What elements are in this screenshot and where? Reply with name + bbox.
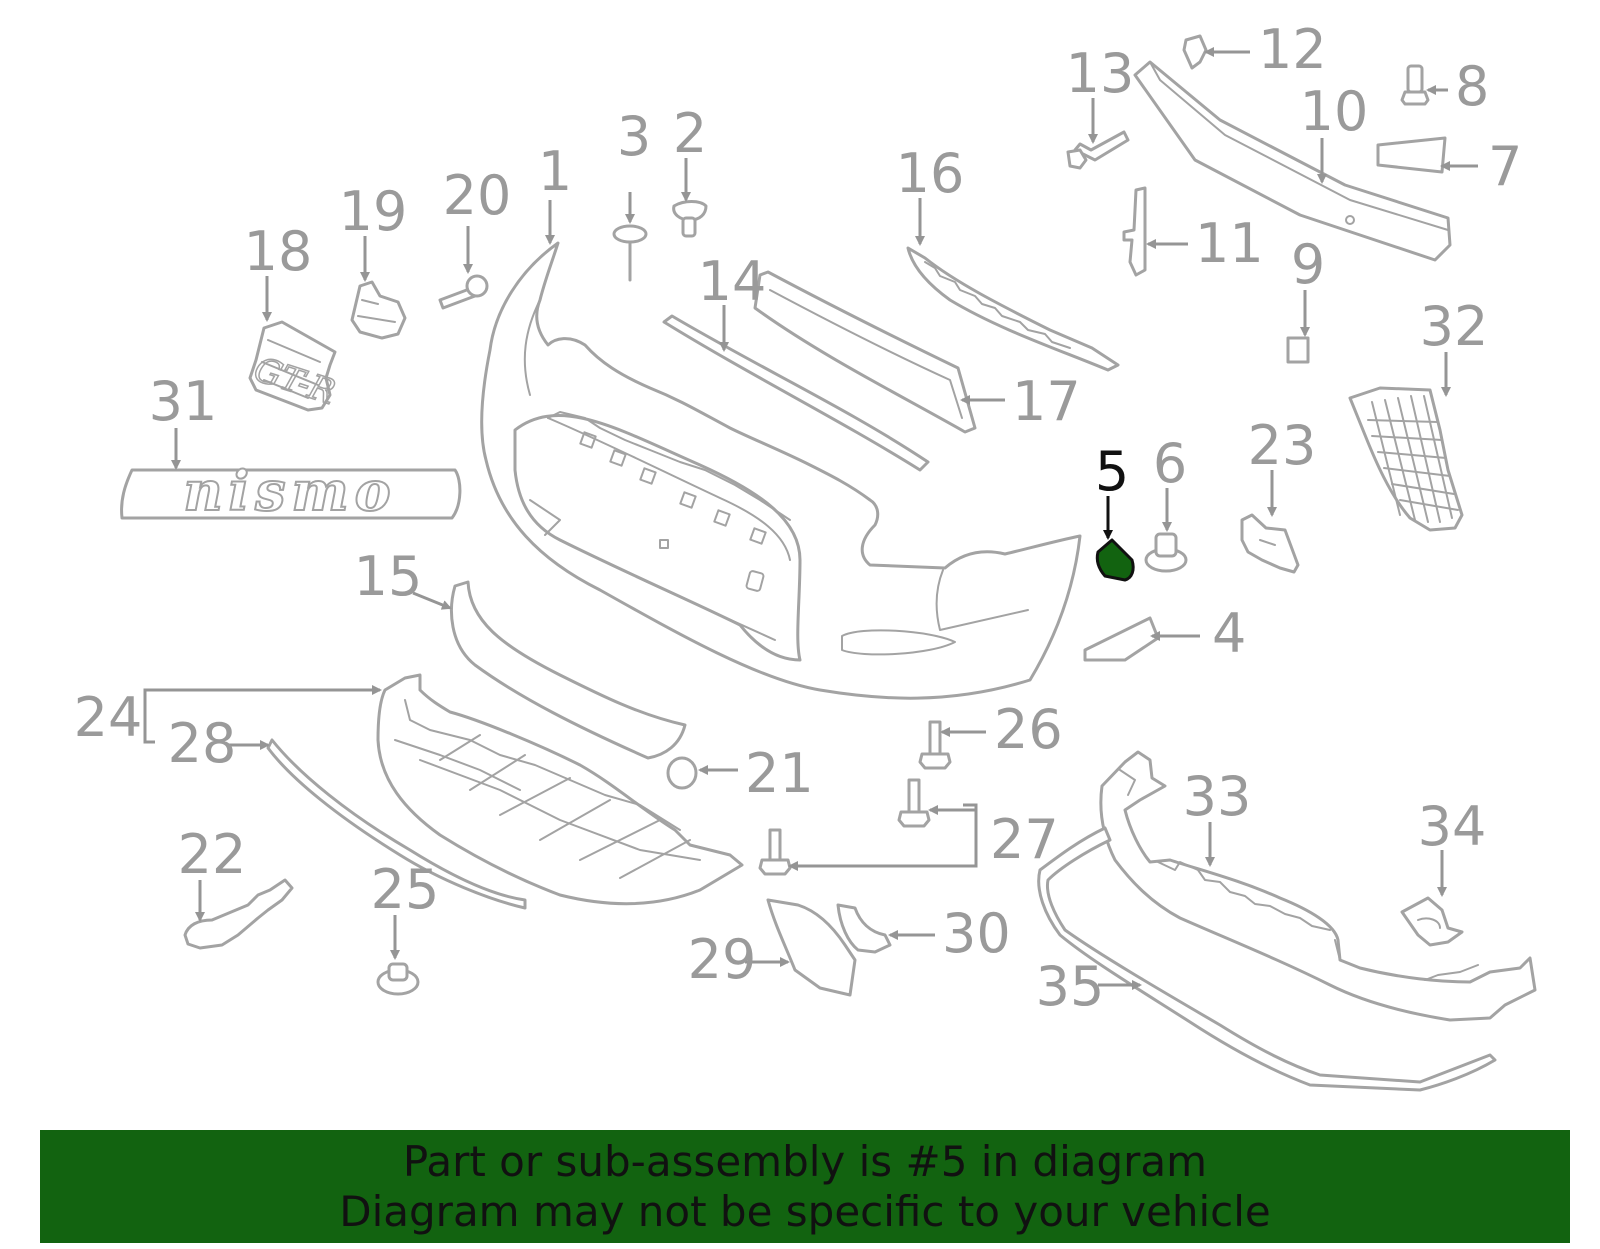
callout-22[interactable]: 22 bbox=[178, 823, 247, 886]
parts-diagram: GT-R bbox=[74, 18, 1537, 1092]
callout-6[interactable]: 6 bbox=[1153, 432, 1187, 495]
part-15-lower-lip[interactable] bbox=[450, 580, 687, 760]
nismo-emblem-text: nismo bbox=[183, 459, 396, 523]
callout-18[interactable]: 18 bbox=[244, 220, 313, 283]
callout-27[interactable]: 27 bbox=[990, 808, 1059, 871]
callout-13[interactable]: 13 bbox=[1066, 42, 1135, 105]
part-28-strip[interactable] bbox=[266, 738, 527, 910]
callout-11[interactable]: 11 bbox=[1195, 212, 1264, 275]
part-23-bracket[interactable] bbox=[1240, 513, 1300, 574]
part-19-bracket[interactable] bbox=[350, 280, 407, 340]
callout-4[interactable]: 4 bbox=[1212, 602, 1246, 665]
callout-28[interactable]: 28 bbox=[168, 712, 237, 775]
part-9-bracket[interactable] bbox=[1286, 336, 1310, 364]
part-8-nut[interactable] bbox=[1400, 64, 1430, 106]
part-1-bumper-fascia[interactable] bbox=[480, 241, 1082, 700]
callout-labels: 1 2 3 4 5 6 7 8 9 10 11 12 13 14 15 16 1… bbox=[74, 18, 1523, 1018]
part-12-clip[interactable] bbox=[1182, 34, 1208, 70]
callout-10[interactable]: 10 bbox=[1300, 80, 1369, 143]
part-16-absorber[interactable] bbox=[906, 246, 1120, 372]
part-35-spoiler[interactable] bbox=[1037, 826, 1497, 1092]
part-18-gtr-badge[interactable]: GT-R bbox=[248, 320, 341, 414]
part-14-molding[interactable] bbox=[662, 314, 930, 472]
part-10-reinforcement[interactable] bbox=[1133, 60, 1452, 262]
part-6-clip[interactable] bbox=[1144, 532, 1188, 573]
part-2-clip[interactable] bbox=[672, 200, 708, 238]
leader-lines bbox=[143, 47, 1478, 990]
part-26-bolt[interactable] bbox=[918, 720, 952, 770]
callout-26[interactable]: 26 bbox=[994, 698, 1063, 761]
part-7-bracket[interactable] bbox=[1376, 136, 1447, 174]
part-32-grille-mesh[interactable] bbox=[1348, 386, 1464, 532]
callout-12[interactable]: 12 bbox=[1258, 18, 1327, 81]
part-3-rivet[interactable] bbox=[612, 224, 648, 282]
callout-35[interactable]: 35 bbox=[1036, 955, 1105, 1018]
part-33-lower-support[interactable] bbox=[1099, 750, 1537, 1022]
callout-8[interactable]: 8 bbox=[1455, 55, 1489, 118]
callout-3[interactable]: 3 bbox=[617, 105, 651, 168]
part-5-highlighted[interactable] bbox=[1095, 538, 1135, 582]
part-31-nismo-emblem[interactable]: nismo bbox=[120, 458, 462, 524]
part-11-bracket[interactable] bbox=[1122, 186, 1147, 277]
callout-14[interactable]: 14 bbox=[698, 250, 767, 313]
part-29-deflector[interactable] bbox=[766, 898, 857, 997]
callout-34[interactable]: 34 bbox=[1418, 795, 1487, 858]
callout-31[interactable]: 31 bbox=[149, 370, 218, 433]
part-24-undercover[interactable] bbox=[376, 673, 744, 906]
callout-1[interactable]: 1 bbox=[538, 140, 572, 203]
callout-19[interactable]: 19 bbox=[339, 180, 408, 243]
callout-7[interactable]: 7 bbox=[1488, 135, 1522, 198]
part-17-grille-frame[interactable] bbox=[753, 270, 977, 434]
part-13-bolt[interactable] bbox=[1066, 130, 1130, 170]
callout-21[interactable]: 21 bbox=[745, 742, 814, 805]
callout-16[interactable]: 16 bbox=[896, 142, 965, 205]
callout-17[interactable]: 17 bbox=[1012, 370, 1081, 433]
part-34-clip[interactable] bbox=[1400, 896, 1464, 947]
part-22-tow-hook[interactable] bbox=[183, 878, 294, 950]
part-27-bolts[interactable] bbox=[758, 778, 931, 876]
callout-23[interactable]: 23 bbox=[1248, 414, 1317, 477]
callout-33[interactable]: 33 bbox=[1183, 765, 1252, 828]
callout-30[interactable]: 30 bbox=[942, 902, 1011, 965]
callout-29[interactable]: 29 bbox=[688, 928, 757, 991]
info-banner: Part or sub-assembly is #5 in diagram Di… bbox=[40, 1130, 1570, 1243]
part-20-bolt[interactable] bbox=[438, 274, 489, 310]
callout-20[interactable]: 20 bbox=[443, 164, 512, 227]
callout-32[interactable]: 32 bbox=[1420, 295, 1489, 358]
callout-2[interactable]: 2 bbox=[673, 102, 707, 165]
callout-25[interactable]: 25 bbox=[371, 858, 440, 921]
callout-24[interactable]: 24 bbox=[74, 686, 143, 749]
banner-line-part: Part or sub-assembly is #5 in diagram bbox=[402, 1136, 1208, 1186]
banner-line-disclaimer: Diagram may not be specific to your vehi… bbox=[339, 1186, 1271, 1236]
callout-9[interactable]: 9 bbox=[1291, 233, 1325, 296]
callout-5[interactable]: 5 bbox=[1095, 440, 1129, 503]
callout-15[interactable]: 15 bbox=[354, 545, 423, 608]
part-21-plug[interactable] bbox=[666, 756, 698, 790]
part-4-bracket[interactable] bbox=[1083, 616, 1160, 662]
part-25-clip[interactable] bbox=[376, 962, 420, 996]
part-30-deflector[interactable] bbox=[836, 903, 892, 954]
